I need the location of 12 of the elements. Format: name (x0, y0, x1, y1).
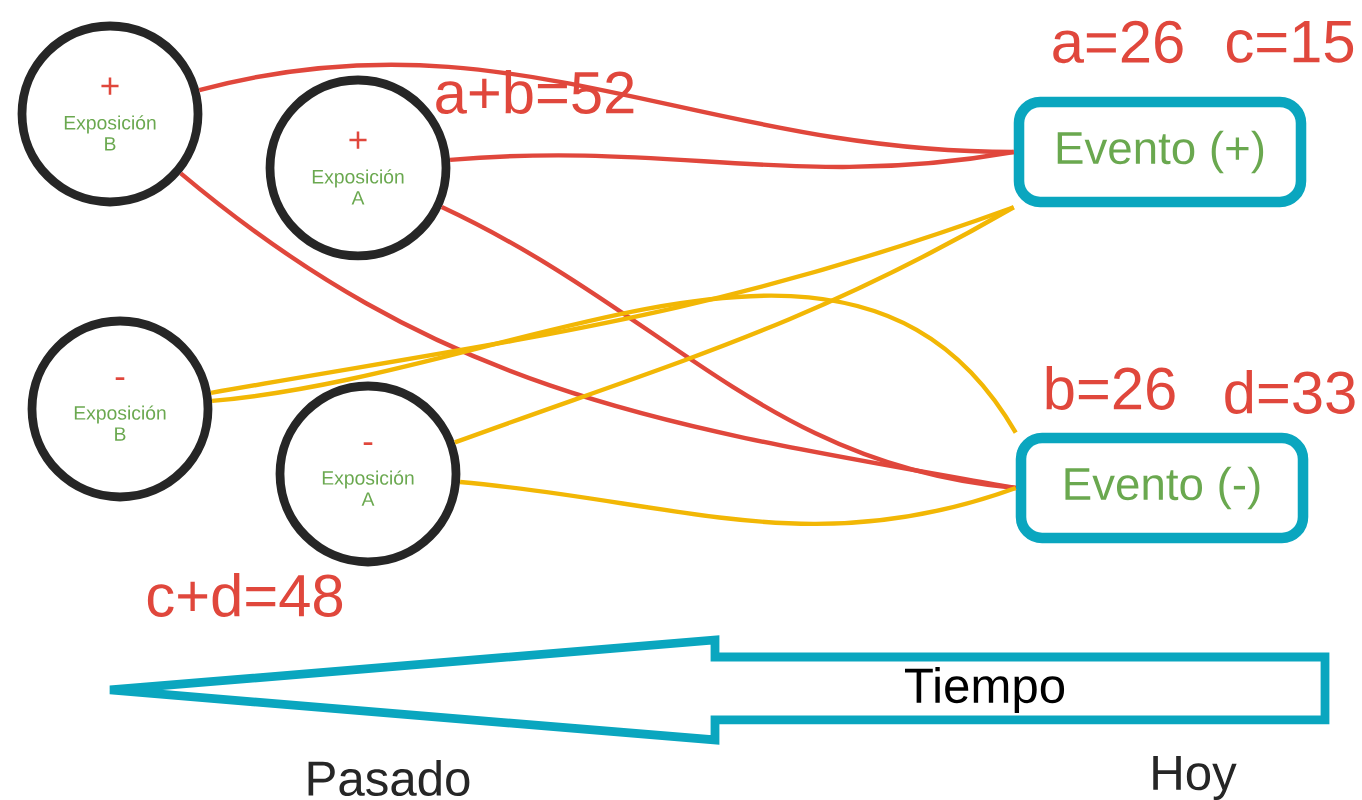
connector-line (440, 205, 1017, 491)
connector-line (459, 479, 1017, 526)
connector-line (211, 294, 1018, 434)
connector-line (449, 149, 1015, 169)
count-label: c=15 (1226, 21, 1354, 63)
event-box: Evento (-) (1015, 432, 1309, 544)
event-box: Evento (+) (1013, 96, 1307, 208)
count-label: c+d=48 (147, 573, 343, 617)
connector-line (198, 62, 1014, 155)
count-label: b=26 (1046, 366, 1175, 410)
connector-line (454, 205, 1015, 445)
count-label: d=33 (1225, 370, 1355, 414)
